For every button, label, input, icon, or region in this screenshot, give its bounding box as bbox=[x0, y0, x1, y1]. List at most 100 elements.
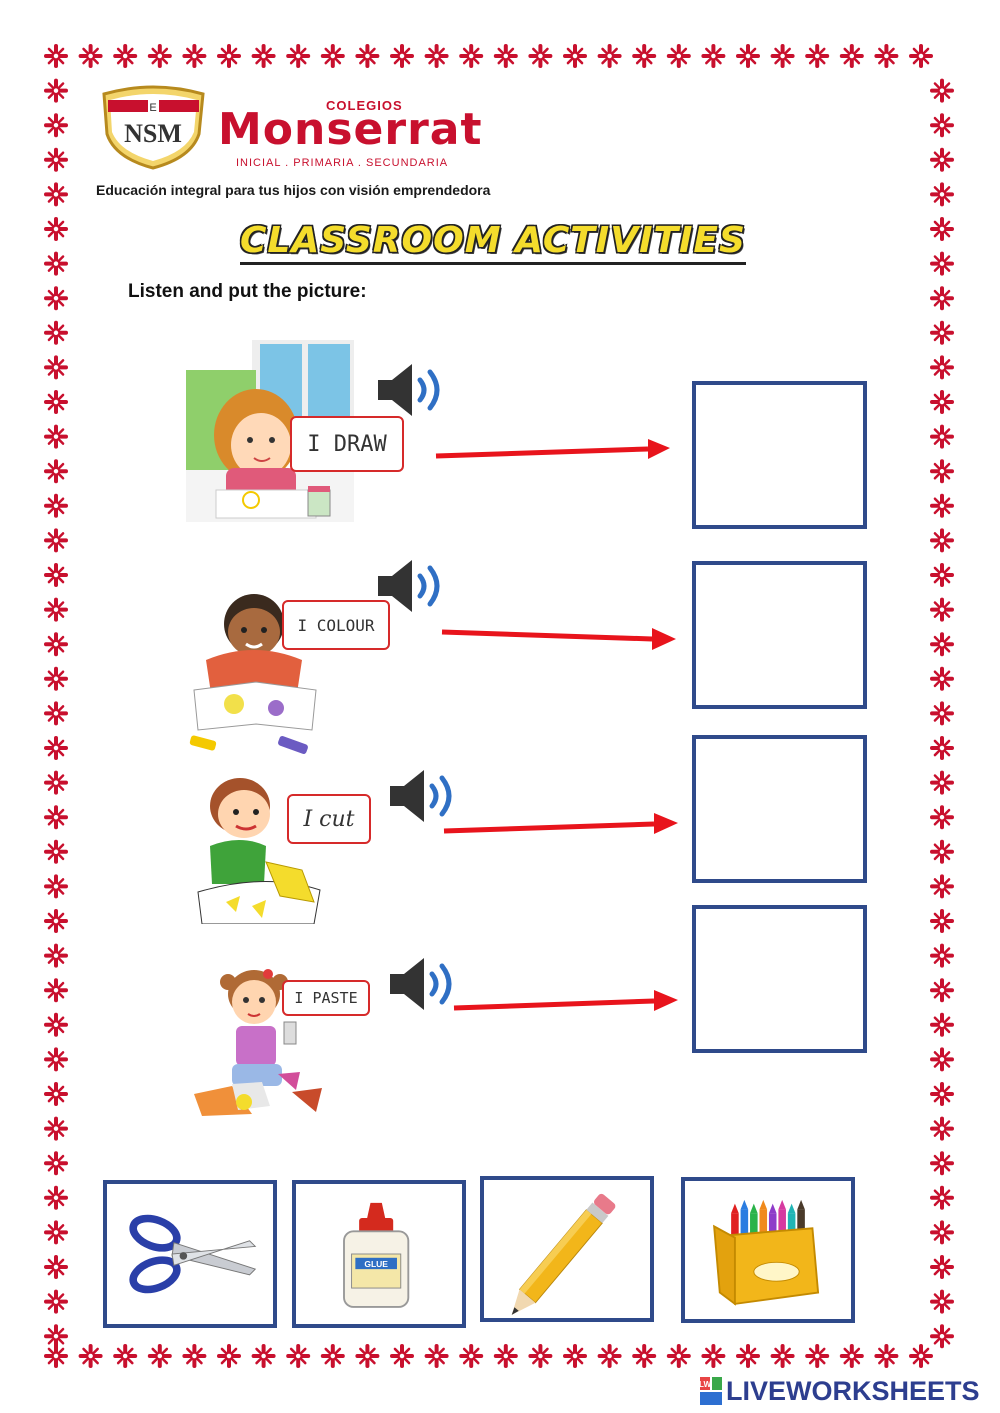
border-flower-icon bbox=[286, 1344, 311, 1368]
border-flower-icon bbox=[390, 44, 414, 68]
border-flower-icon bbox=[736, 1344, 760, 1368]
border-flower-icon bbox=[44, 459, 68, 484]
border-flower-icon bbox=[44, 1116, 68, 1141]
girl-pasting-illustration bbox=[194, 969, 322, 1116]
speaker-icon[interactable] bbox=[388, 766, 468, 826]
border-flower-icon bbox=[930, 805, 954, 830]
border-flower-icon bbox=[805, 44, 830, 68]
border-flower-icon bbox=[930, 1151, 954, 1176]
border-flower-icon bbox=[44, 1220, 68, 1245]
border-flower-icon bbox=[493, 1344, 518, 1368]
border-flower-icon bbox=[528, 1344, 553, 1368]
glue-card[interactable]: GLUE bbox=[292, 1180, 466, 1328]
border-flower-icon bbox=[44, 355, 68, 380]
answer-drop-box-3[interactable] bbox=[692, 735, 867, 883]
border-flower-icon bbox=[666, 1344, 691, 1368]
svg-text:GLUE: GLUE bbox=[364, 1259, 388, 1269]
border-flower-icon bbox=[930, 563, 954, 587]
border-flower-icon bbox=[736, 44, 760, 68]
border-flower-icon bbox=[424, 44, 449, 68]
border-flower-icon bbox=[930, 1082, 954, 1106]
brand-small-label: COLEGIOS bbox=[326, 98, 403, 113]
border-flower-icon bbox=[930, 1324, 954, 1349]
border-flower-icon bbox=[44, 286, 68, 311]
border-flower-icon bbox=[44, 1324, 68, 1349]
border-flower-icon bbox=[930, 909, 954, 933]
border-flower-icon bbox=[44, 943, 68, 968]
border-flower-icon bbox=[930, 1185, 954, 1210]
border-flower-icon bbox=[44, 424, 68, 449]
border-flower-icon bbox=[930, 1116, 954, 1141]
speaker-icon[interactable] bbox=[376, 360, 456, 420]
crayons-card[interactable] bbox=[681, 1177, 855, 1323]
border-flower-icon bbox=[182, 44, 207, 68]
border-flower-icon bbox=[44, 390, 68, 414]
border-flower-icon bbox=[839, 1344, 864, 1368]
instruction-text: Listen and put the picture: bbox=[128, 281, 367, 302]
speech-bubble-draw: I DRAW bbox=[290, 416, 404, 472]
border-flower-icon bbox=[930, 736, 954, 760]
border-flower-icon bbox=[355, 1344, 380, 1368]
border-flower-icon bbox=[44, 1012, 68, 1037]
answer-drop-box-4[interactable] bbox=[692, 905, 867, 1053]
border-flower-icon bbox=[44, 251, 68, 276]
border-flower-icon bbox=[44, 528, 68, 553]
border-flower-icon bbox=[839, 44, 864, 68]
border-flower-icon bbox=[930, 459, 954, 484]
border-flower-icon bbox=[597, 1344, 622, 1368]
svg-text:NSM: NSM bbox=[124, 119, 182, 148]
border-flower-icon bbox=[44, 805, 68, 830]
scissors-card[interactable] bbox=[103, 1180, 277, 1328]
border-flower-icon bbox=[930, 1047, 954, 1072]
border-flower-icon bbox=[909, 44, 933, 68]
border-flower-icon bbox=[44, 597, 68, 622]
speaker-icon[interactable] bbox=[376, 556, 456, 616]
speech-bubble-paste: I PASTE bbox=[282, 980, 370, 1016]
svg-text:LW: LW bbox=[700, 1380, 711, 1389]
border-flower-icon bbox=[930, 78, 954, 103]
pencil-card[interactable] bbox=[480, 1176, 654, 1322]
border-flower-icon bbox=[459, 1344, 484, 1368]
brand-name: Monserrat bbox=[218, 104, 483, 155]
answer-drop-box-1[interactable] bbox=[692, 381, 867, 529]
border-flower-icon bbox=[930, 874, 954, 899]
speaker-icon[interactable] bbox=[388, 954, 468, 1014]
border-flower-icon bbox=[930, 1289, 954, 1314]
border-flower-icon bbox=[113, 1344, 138, 1368]
border-flower-icon bbox=[44, 1255, 68, 1279]
border-flower-icon bbox=[44, 320, 68, 345]
arrow-draw bbox=[435, 439, 670, 459]
arrow-paste bbox=[453, 990, 678, 1011]
border-flower-icon bbox=[930, 770, 954, 795]
speech-bubble-cut: I cut bbox=[287, 794, 371, 844]
border-flower-icon bbox=[44, 666, 68, 691]
border-flower-icon bbox=[44, 1344, 68, 1368]
border-flower-icon bbox=[770, 1344, 795, 1368]
border-flower-icon bbox=[44, 839, 68, 864]
slogan: Educación integral para tus hijos con vi… bbox=[96, 182, 491, 198]
border-flower-icon bbox=[251, 44, 276, 68]
page-title: CLASSROOM ACTIVITIES bbox=[240, 222, 746, 265]
border-flower-icon bbox=[930, 182, 954, 207]
border-flower-icon bbox=[632, 1344, 657, 1368]
brand-levels: INICIAL . PRIMARIA . SECUNDARIA bbox=[236, 157, 449, 169]
border-flower-icon bbox=[930, 147, 954, 172]
border-flower-icon bbox=[44, 217, 68, 241]
border-flower-icon bbox=[930, 251, 954, 276]
border-flower-icon bbox=[930, 701, 954, 726]
arrow-colour bbox=[441, 628, 676, 650]
answer-drop-box-2[interactable] bbox=[692, 561, 867, 709]
border-flower-icon bbox=[355, 44, 380, 68]
border-flower-icon bbox=[930, 632, 954, 657]
border-flower-icon bbox=[78, 44, 103, 68]
svg-text:E: E bbox=[149, 102, 156, 114]
border-flower-icon bbox=[493, 44, 518, 68]
border-flower-icon bbox=[44, 770, 68, 795]
border-flower-icon bbox=[44, 563, 68, 587]
border-flower-icon bbox=[930, 1012, 954, 1037]
liveworksheets-mark-icon: LW bbox=[700, 1377, 722, 1405]
border-flower-icon bbox=[930, 528, 954, 553]
footer-brand: LIVEWORKSHEETS bbox=[726, 1375, 980, 1406]
border-flower-icon bbox=[930, 666, 954, 691]
